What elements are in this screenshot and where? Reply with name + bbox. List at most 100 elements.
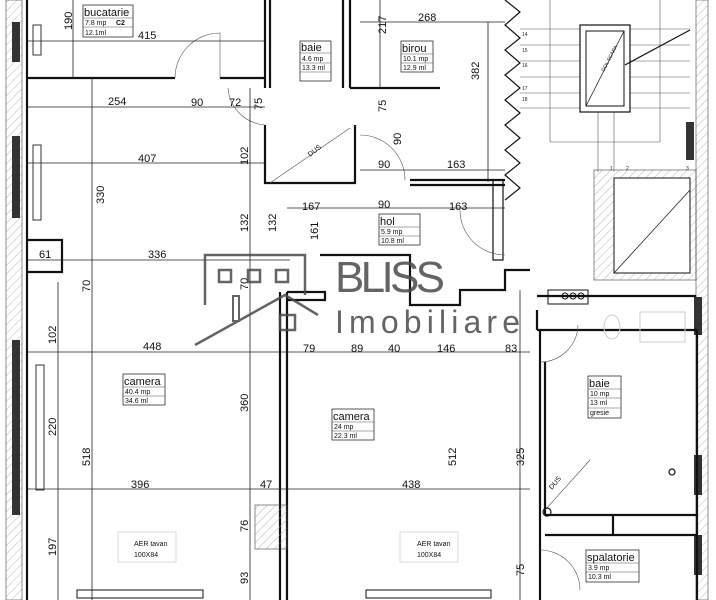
room-name: hol bbox=[380, 216, 395, 228]
dimension-label: 268 bbox=[418, 12, 436, 24]
dimension-label: 512 bbox=[447, 448, 459, 466]
dimension-label: 217 bbox=[377, 16, 389, 34]
dimension-label: 61 bbox=[39, 249, 51, 261]
windows bbox=[12, 22, 702, 599]
room-name: birou bbox=[402, 43, 426, 55]
dimension-label: 47 bbox=[260, 479, 272, 491]
ac-label: AER tavan bbox=[134, 541, 168, 548]
dimension-label: 90 bbox=[378, 199, 390, 211]
dimension-label: 167 bbox=[302, 201, 320, 213]
dimension-label: 396 bbox=[131, 479, 149, 491]
room-area: 3.9 mp bbox=[588, 565, 610, 572]
dimension-label: 161 bbox=[309, 222, 321, 240]
room-area: 24 mp bbox=[334, 424, 354, 431]
dimension-label: 75 bbox=[377, 100, 389, 112]
dimension-label: 79 bbox=[303, 343, 315, 355]
room-area: 4.6 mp bbox=[302, 56, 324, 63]
room-area: 5.9 mp bbox=[381, 229, 403, 236]
dimension-label: 89 bbox=[351, 343, 363, 355]
room-label-baie-2: baie 10 mp 13 ml gresie bbox=[587, 375, 622, 419]
room-area: 10 mp bbox=[590, 391, 610, 398]
dimension-label: 90 bbox=[191, 97, 203, 109]
dimension-label: 76 bbox=[239, 520, 251, 532]
dimension-label: 336 bbox=[148, 249, 166, 261]
dimension-label: 70 bbox=[81, 280, 93, 292]
room-name: spalatorie bbox=[587, 552, 635, 564]
dimension-label: 438 bbox=[402, 479, 420, 491]
dimension-label: 102 bbox=[47, 326, 59, 344]
shower-diagonal bbox=[269, 127, 351, 184]
dimension-label: 190 bbox=[63, 12, 75, 30]
room-perimeter: 13.3 ml bbox=[302, 65, 325, 72]
dimension-labels: 190 415 217 268 254 90 72 75 75 382 407 … bbox=[39, 12, 527, 584]
watermark-line1: BLISS bbox=[335, 253, 445, 302]
step-number: 17 bbox=[522, 86, 528, 92]
doors bbox=[174, 32, 581, 591]
dimension-label: 90 bbox=[378, 159, 390, 171]
room-perimeter: 12.1ml bbox=[85, 30, 106, 37]
room-perimeter: 12.9 ml bbox=[403, 65, 426, 72]
ac-unit-2: AER tavan 100X84 bbox=[399, 531, 459, 563]
ac-unit-1: AER tavan 100X84 bbox=[117, 531, 177, 563]
dimension-label: 360 bbox=[239, 394, 251, 412]
room-perimeter: 34.6 ml bbox=[125, 398, 148, 405]
dimension-label: 197 bbox=[47, 538, 59, 556]
shower-label: DUS bbox=[307, 144, 323, 159]
room-name: bucatarie bbox=[84, 7, 129, 19]
shower-label: DUS bbox=[548, 475, 563, 491]
dimension-label: 220 bbox=[47, 418, 59, 436]
dimension-label: 75 bbox=[253, 98, 265, 110]
dimension-label: 407 bbox=[138, 153, 156, 165]
room-area: 40.4 mp bbox=[125, 389, 150, 396]
dimension-label: 163 bbox=[447, 159, 465, 171]
dimension-label: 163 bbox=[449, 201, 467, 213]
dimension-label: 330 bbox=[95, 186, 107, 204]
dimension-label: 415 bbox=[138, 30, 156, 42]
ac-label: AER tavan bbox=[417, 541, 451, 548]
room-perimeter: 10.8 ml bbox=[381, 238, 404, 245]
dimension-label: 146 bbox=[437, 343, 455, 355]
room-label-bucatarie: bucatarie 7.8 mp C2 12.1ml bbox=[82, 4, 134, 38]
watermark-line2: Imobiliare bbox=[335, 304, 520, 340]
step-number: 3 bbox=[686, 166, 689, 172]
step-number: 2 bbox=[626, 166, 629, 172]
room-label-hol: hol 5.9 mp 10.8 ml bbox=[378, 213, 421, 246]
room-code: C2 bbox=[116, 20, 125, 27]
walls bbox=[25, 0, 699, 600]
ac-size: 100X84 bbox=[417, 552, 441, 559]
watermark-logo: BLISS Imobiliare bbox=[194, 253, 520, 347]
room-perimeter: 13 ml bbox=[590, 400, 608, 407]
room-perimeter: 10.3 ml bbox=[588, 574, 611, 581]
fixtures bbox=[32, 24, 686, 517]
room-finish: gresie bbox=[590, 410, 609, 417]
dimension-lines bbox=[28, 0, 530, 600]
dimension-label: 382 bbox=[470, 62, 482, 80]
room-label-baie: baie 4.6 mp 13.3 ml bbox=[299, 40, 332, 82]
room-area: 7.8 mp bbox=[85, 20, 107, 27]
dimension-label: 40 bbox=[388, 343, 400, 355]
dimension-label: 75 bbox=[515, 564, 527, 576]
staircase: 14 15 16 17 18 1 2 3 GOL SCARA bbox=[504, 0, 691, 274]
step-number: 16 bbox=[522, 63, 528, 69]
room-name: camera bbox=[333, 411, 371, 423]
room-perimeter: 22.3 ml bbox=[334, 433, 357, 440]
step-number: 18 bbox=[522, 97, 528, 103]
dimension-label: 325 bbox=[515, 448, 527, 466]
dimension-label: 254 bbox=[108, 96, 126, 108]
room-label-camera-2: camera 24 mp 22.3 ml bbox=[331, 408, 375, 441]
ac-size: 100X84 bbox=[134, 552, 158, 559]
dimension-label: 518 bbox=[81, 448, 93, 466]
room-name: baie bbox=[589, 378, 610, 390]
step-number: 14 bbox=[522, 32, 528, 38]
room-label-birou: birou 10.1 mp 12.9 ml bbox=[400, 40, 434, 73]
dimension-label: 93 bbox=[239, 572, 251, 584]
room-label-spalatorie: spalatorie 3.9 mp 10.3 ml bbox=[585, 549, 640, 583]
dimension-label: 72 bbox=[229, 97, 241, 109]
dimension-label: 102 bbox=[239, 147, 251, 165]
dimension-label: 83 bbox=[505, 343, 517, 355]
room-name: camera bbox=[124, 376, 162, 388]
room-label-camera-1: camera 40.4 mp 34.6 ml bbox=[122, 373, 166, 406]
room-area: 10.1 mp bbox=[403, 56, 428, 63]
shower-diagonal bbox=[544, 459, 591, 511]
